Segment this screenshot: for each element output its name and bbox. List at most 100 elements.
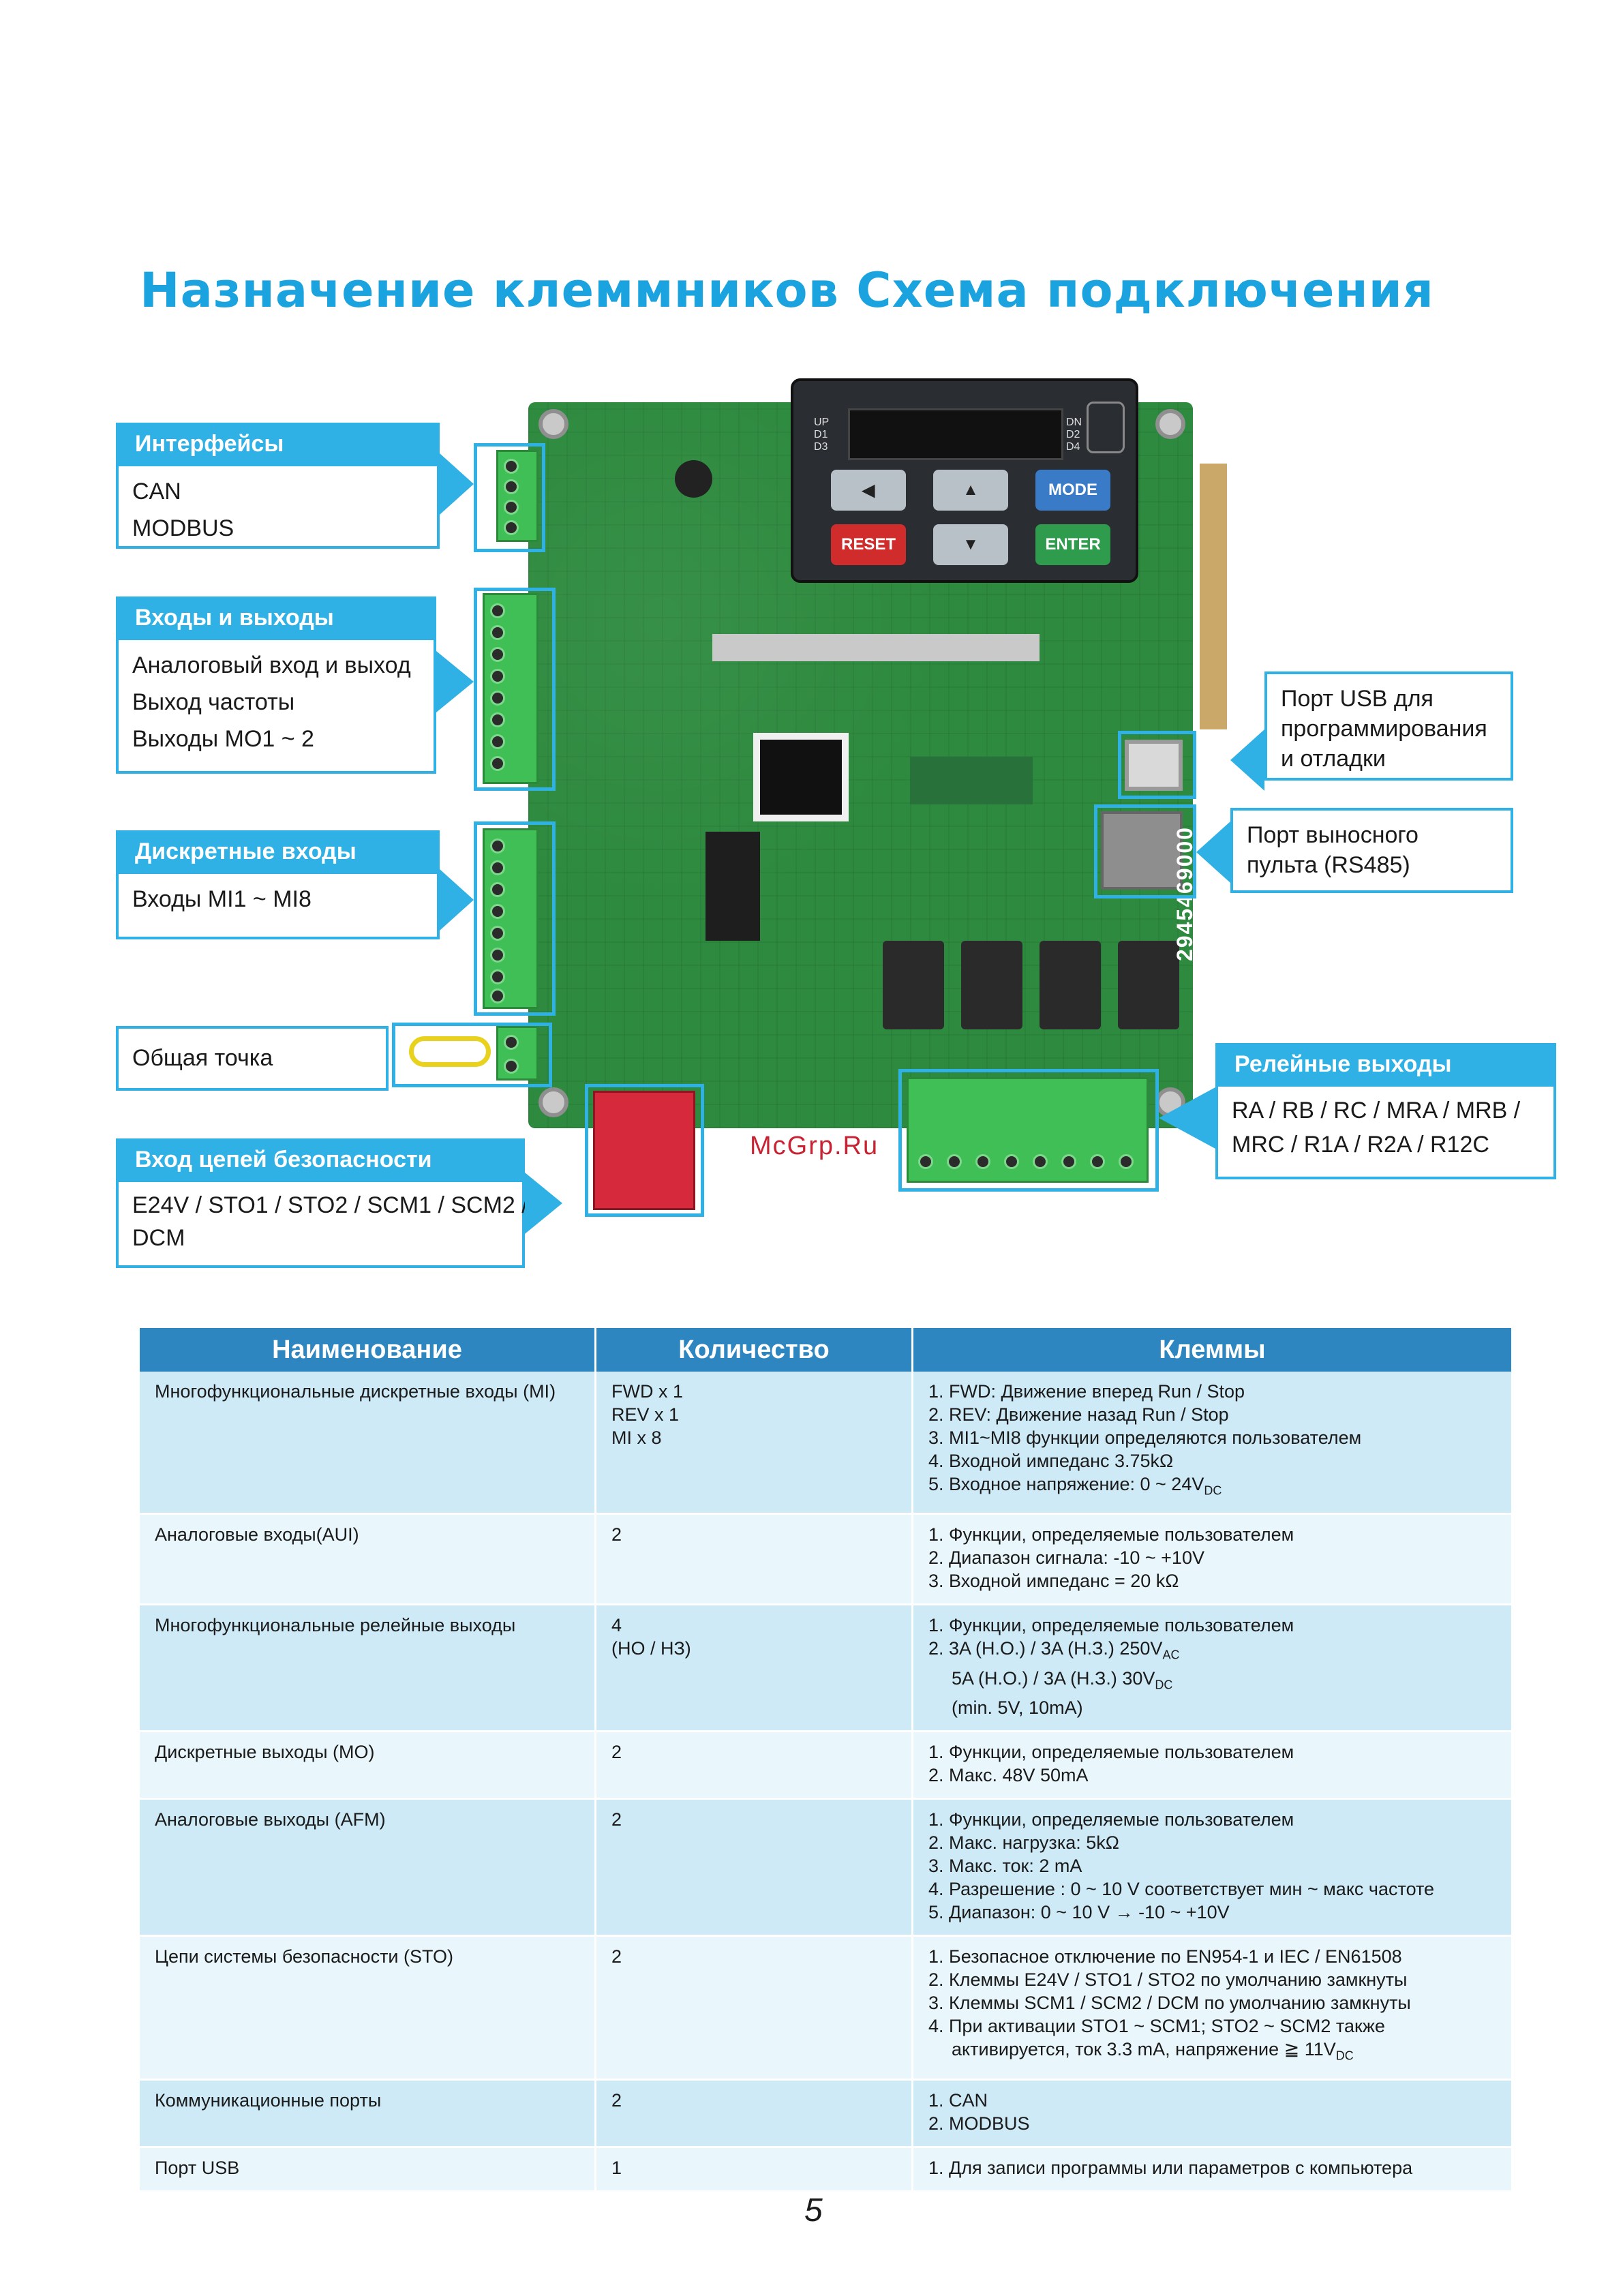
cell-name: Порт USB (155, 2157, 240, 2178)
cell-term: 1. Функции, определяемые пользователем (928, 1742, 1294, 1763)
column-header: Наименование (140, 1328, 596, 1372)
cell-name: Аналоговые выходы (AFM) (155, 1809, 386, 1830)
cell-term: 1. FWD: Движение вперед Run / Stop (928, 1381, 1245, 1402)
callout-title: Входы и выходы (119, 599, 434, 640)
table-row: Коммуникационные порты 2 1. CAN 2. MODBU… (140, 2079, 1511, 2148)
cell-term: 2. Диапазон сигнала: -10 ~ +10V (928, 1547, 1204, 1569)
callout-line: RA / RB / RC / MRA / MRB / (1232, 1098, 1521, 1123)
relay-1 (883, 941, 944, 1029)
cell-term: 1. Функции, определяемые пользователем (928, 1615, 1294, 1636)
table-row: Дискретные выходы (МО) 2 1. Функции, опр… (140, 1731, 1511, 1800)
keypad-panel: UP D1 D3 DN D2 D4 ◀ ▲ MODE RESET ▼ ENTER (791, 378, 1138, 583)
cell-term: 2. Макс. 48V 50mA (928, 1765, 1089, 1786)
terminal-block-io (483, 593, 539, 784)
cell-term: (min. 5V, 10mA) (952, 1697, 1083, 1719)
terminal-block-common (496, 1026, 539, 1081)
arrow-icon (440, 453, 474, 515)
highlight-safety (585, 1084, 704, 1217)
cell-name: Дискретные выходы (МО) (155, 1742, 375, 1763)
cell-term: 1. Функции, определяемые пользователем (928, 1809, 1294, 1830)
highlight-rj45 (1094, 804, 1196, 898)
cell-term: 5A (Н.О.) / 3A (Н.З.) 30V (952, 1667, 1155, 1689)
cell-term: 2. REV: Движение назад Run / Stop (928, 1404, 1229, 1425)
connector-chip (706, 832, 760, 941)
left-arrow-button[interactable]: ◀ (831, 470, 906, 511)
table-row: Многофункциональные дискретные входы (MI… (140, 1372, 1511, 1515)
keypad-label: DN (1066, 417, 1082, 428)
cell-qty: 2 (611, 1524, 622, 1545)
cell-term: 4. Входной импеданс 3.75kΩ (928, 1451, 1174, 1471)
callout-line: CAN (132, 479, 181, 504)
qr-code (753, 733, 849, 821)
callout-title: Релейные выходы (1218, 1046, 1553, 1087)
terminal-block-relay (907, 1077, 1149, 1183)
cell-name: Цепи системы безопасности (STO) (155, 1946, 454, 1967)
cell-name: Многофункциональные дискретные входы (MI… (155, 1381, 556, 1402)
safety-connector (593, 1091, 695, 1210)
cell-name: Аналоговые входы(AUI) (155, 1524, 359, 1545)
cell-term: 3. Входной импеданс = 20 kΩ (928, 1571, 1179, 1592)
up-arrow-button[interactable]: ▲ (933, 470, 1008, 511)
mount-hole (1155, 409, 1185, 439)
table-row: Цепи системы безопасности (STO) 2 1. Без… (140, 1935, 1511, 2081)
cell-term: 1. CAN (928, 2089, 988, 2111)
callout-line: Входы MI1 ~ MI8 (132, 886, 312, 912)
reset-button[interactable]: RESET (831, 524, 906, 565)
callout-io: Входы и выходы Аналоговый вход и выход В… (116, 596, 436, 774)
highlight-digital (474, 821, 556, 1016)
callout-safety: Вход цепей безопасности E24V / STO1 / ST… (116, 1138, 528, 1268)
callout-line: и отладки (1281, 746, 1386, 772)
callout-line: пульта (RS485) (1247, 852, 1410, 878)
jumper-wire (409, 1036, 491, 1067)
callout-line: программирования (1281, 716, 1487, 742)
cell-term: 3. Макс. ток: 2 mA (928, 1856, 1082, 1877)
terminal-block-interfaces (496, 450, 539, 542)
callout-line: E24V / STO1 / STO2 / SCM1 / SCM2 / (132, 1192, 528, 1218)
side-header (1200, 464, 1227, 729)
table-row: Аналоговые входы(AUI) 2 1. Функции, опре… (140, 1513, 1511, 1606)
column-header: Количество (595, 1328, 913, 1372)
mode-button[interactable]: MODE (1035, 470, 1110, 511)
table-row: Порт USB 1 1. Для записи программы или п… (140, 2147, 1511, 2192)
callout-interfaces: Интерфейсы CAN MODBUS (116, 423, 440, 549)
mount-hole (539, 409, 568, 439)
arrow-icon (436, 651, 474, 712)
relay-3 (1040, 941, 1101, 1029)
mount-hole (539, 1087, 568, 1117)
keypad-label: D4 (1066, 441, 1080, 453)
keypad-label: D1 (814, 429, 828, 440)
relay-2 (961, 941, 1022, 1029)
cell-term: 2. 3A (Н.О.) / 3A (Н.З.) 250V (928, 1638, 1163, 1659)
cell-name: Коммуникационные порты (155, 2089, 382, 2111)
cell-term: 1. Безопасное отключение по EN954-1 и IE… (928, 1946, 1402, 1967)
highlight-usb (1118, 731, 1196, 799)
cell-term: 1. Для записи программы или параметров с… (928, 2157, 1413, 2178)
cell-qty: 2 (611, 1946, 622, 1967)
down-arrow-button[interactable]: ▼ (933, 524, 1008, 565)
keypad-label: D3 (814, 441, 828, 453)
table-row: Многофункциональные релейные выходы 4 (Н… (140, 1604, 1511, 1733)
callout-line: Порт USB для (1281, 686, 1434, 712)
page-number: 5 (804, 2192, 823, 2229)
cell-qty: (НО / НЗ) (611, 1638, 691, 1659)
arrow-icon (1159, 1087, 1215, 1149)
cell-term: 5. Входное напряжение: 0 ~ 24V (928, 1474, 1204, 1494)
enter-button[interactable]: ENTER (1035, 524, 1110, 565)
callout-line: Выходы МО1 ~ 2 (132, 726, 314, 752)
keypad-label: D2 (1066, 429, 1080, 440)
inductor (675, 460, 712, 498)
cell-qty: MI x 8 (611, 1428, 662, 1448)
cell-qty: 1 (611, 2157, 622, 2178)
callout-line: DCM (132, 1225, 185, 1251)
cell-term: 2. MODBUS (928, 2113, 1030, 2134)
arrow-icon (440, 869, 474, 931)
cell-term: 5. Диапазон: 0 ~ 10 V → -10 ~ +10V (928, 1902, 1230, 1923)
ribbon-connector (712, 634, 1040, 661)
page-title: Назначение клеммников Схема подключения (140, 262, 1434, 318)
arrow-icon (525, 1173, 562, 1234)
table-row: Аналоговые выходы (AFM) 2 1. Функции, оп… (140, 1798, 1511, 1937)
lcd-display (848, 408, 1063, 460)
callout-usb: Порт USB для программирования и отладки (1264, 671, 1513, 781)
cell-term: 2. Макс. нагрузка: 5kΩ (928, 1832, 1119, 1854)
callout-line: MRC / R1A / R2A / R12C (1232, 1132, 1489, 1158)
